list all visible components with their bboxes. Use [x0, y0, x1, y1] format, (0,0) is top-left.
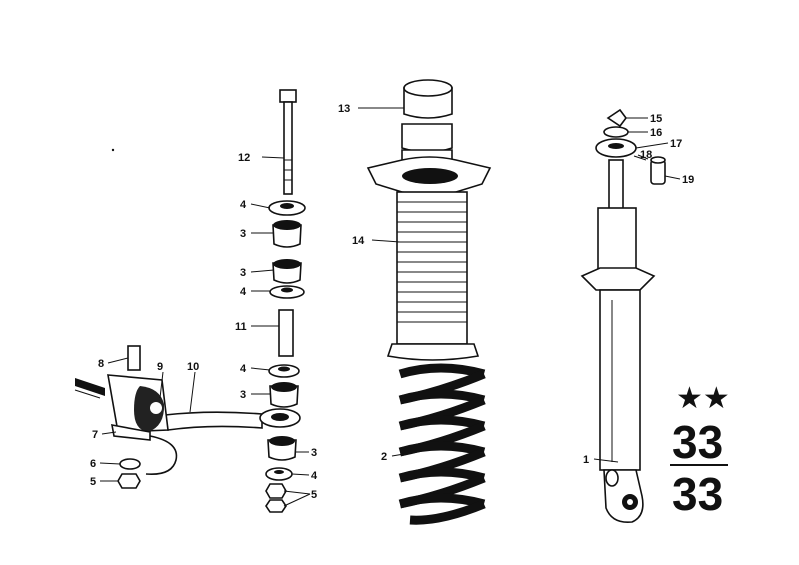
- callout-8: 8: [98, 358, 104, 370]
- callout-15: 15: [650, 113, 662, 125]
- dust-cover-drawing: [597, 207, 637, 273]
- coil-spring-2-drawing: [398, 363, 486, 525]
- callout-4b: 4: [240, 286, 247, 298]
- callout-19: 19: [682, 174, 694, 186]
- callout-4c: 4: [240, 363, 247, 375]
- callout-12: 12: [238, 152, 250, 164]
- protective-boot-14-drawing: [386, 191, 480, 361]
- shock-absorber-1-drawing: [599, 289, 641, 471]
- spring-assembly: [366, 79, 492, 525]
- callout-10: 10: [187, 361, 199, 373]
- nut-5b-drawing: [265, 499, 287, 513]
- group-code-bottom: 33: [672, 468, 723, 520]
- shock-absorber-assembly: [580, 108, 666, 524]
- callout-4d: 4: [311, 470, 318, 482]
- nut-5-drawing: [117, 473, 141, 489]
- callout-11: 11: [235, 321, 247, 333]
- lower-seat-drawing: [580, 267, 656, 291]
- sleeve-11-drawing: [278, 309, 294, 357]
- callout-6: 6: [90, 458, 96, 470]
- callout-18: 18: [640, 149, 652, 161]
- stabilizer-bar-10-drawing: [164, 411, 263, 431]
- rubber-bushing-3c-drawing: [269, 385, 299, 408]
- piston-rod-drawing: [608, 159, 624, 213]
- nut-15-drawing: [606, 108, 627, 128]
- callout-2: 2: [381, 451, 387, 463]
- washer-16-drawing: [603, 126, 629, 138]
- callout-3a: 3: [240, 228, 246, 240]
- rubber-bushing-3a-drawing: [272, 224, 302, 248]
- washer-6-drawing: [119, 458, 141, 470]
- callout-3c: 3: [240, 389, 246, 401]
- callout-3b: 3: [240, 267, 246, 279]
- bolt-12-drawing: [279, 89, 297, 195]
- group-code-top: 33: [672, 416, 723, 468]
- callout-5b: 5: [90, 476, 96, 488]
- stabilizer-bracket-assembly: [74, 345, 178, 489]
- callout-7: 7: [92, 429, 98, 441]
- group-code-stars: ★★: [676, 381, 730, 416]
- part-18-drawing: [633, 155, 647, 161]
- callout-14: 14: [352, 235, 365, 247]
- callout-16: 16: [650, 127, 662, 139]
- group-code: ★★ 33 33: [670, 381, 730, 520]
- callout-1: 1: [583, 454, 589, 466]
- leader-lines: [99, 107, 681, 507]
- callout-13: 13: [338, 103, 350, 115]
- bolt-8-drawing: [127, 345, 141, 371]
- callout-5a: 5: [311, 489, 317, 501]
- callout-17: 17: [670, 138, 682, 150]
- callout-4a: 4: [240, 199, 247, 211]
- callout-9: 9: [157, 361, 163, 373]
- callout-labels: 1 2 3 3 3 3 4 4 4 4 5 5 6 7 8 9 10 11 12…: [90, 103, 694, 501]
- callout-3d: 3: [311, 447, 317, 459]
- stabilizer-link-assembly: [164, 89, 306, 513]
- nut-5a-drawing: [265, 483, 287, 499]
